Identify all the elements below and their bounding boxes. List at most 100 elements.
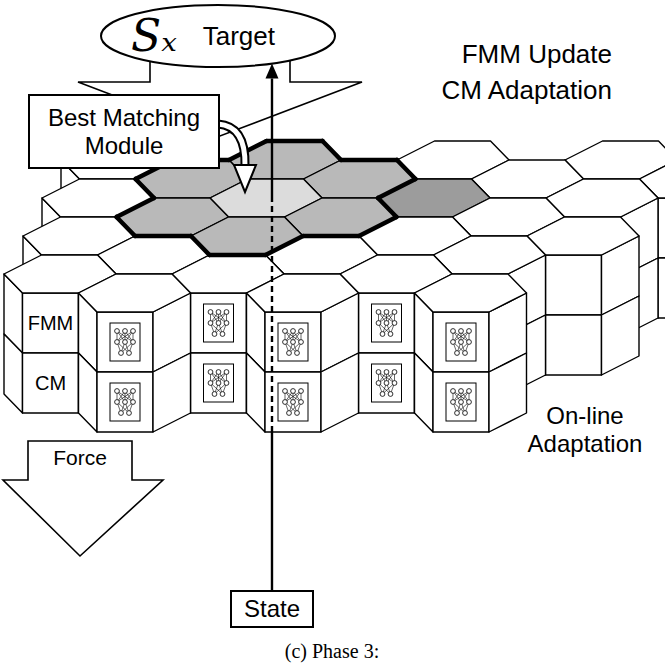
- icon-neuron: [224, 370, 229, 375]
- module-top: [247, 274, 359, 312]
- network-icon: [110, 383, 140, 421]
- icon-neuron: [376, 370, 381, 375]
- icon-neuron: [216, 381, 221, 386]
- cm-layer-face: [79, 353, 98, 432]
- icon-neuron: [376, 321, 381, 326]
- icon-neuron: [123, 400, 128, 405]
- neighborhood-outline: [117, 198, 155, 217]
- figure-caption: (c) Phase 3:: [285, 640, 379, 663]
- module-top: [546, 179, 658, 217]
- icon-neuron: [283, 400, 288, 405]
- icon-neuron: [115, 400, 120, 405]
- icon-neuron: [392, 381, 397, 386]
- icon-neuron: [467, 340, 472, 345]
- fmm-layer-face: [546, 255, 602, 315]
- icon-neuron: [392, 321, 397, 326]
- icon-neuron: [384, 381, 389, 386]
- icon-neuron: [119, 351, 124, 356]
- icon-neuron: [299, 340, 304, 345]
- icon-neuron: [208, 321, 213, 326]
- icon-neuron: [119, 411, 124, 416]
- force-label: Force: [28, 447, 132, 468]
- icon-neuron: [380, 392, 385, 397]
- icon-neuron: [459, 329, 464, 334]
- cm-layer-face: [415, 353, 434, 432]
- icon-neuron: [123, 329, 128, 334]
- network-icon: [446, 383, 476, 421]
- cm-layer-face: [489, 353, 527, 432]
- signal-arrow: [265, 64, 278, 590]
- icon-neuron: [295, 351, 300, 356]
- icon-neuron: [127, 351, 132, 356]
- icon-neuron: [451, 340, 456, 345]
- process-label: FMM Update: [462, 40, 612, 70]
- target-label: Target: [203, 23, 275, 49]
- module-grid: [4, 141, 665, 432]
- icon-neuron: [216, 370, 221, 375]
- icon-neuron: [451, 329, 456, 334]
- fmm-layer-face: [265, 312, 321, 372]
- icon-neuron: [451, 400, 456, 405]
- annotation-label: On-line Adaptation: [520, 402, 650, 457]
- ellipse-shape: [101, 5, 335, 67]
- icon-frame: [446, 383, 476, 421]
- icon-neuron: [283, 329, 288, 334]
- icon-neuron: [220, 392, 225, 397]
- neighborhood-outline: [135, 234, 191, 239]
- neighborhood-outline: [378, 198, 397, 217]
- module-prism: [546, 179, 658, 337]
- icon-neuron: [376, 381, 381, 386]
- process-label: CM Adaptation: [441, 76, 612, 106]
- icon-neuron: [216, 321, 221, 326]
- fmm-layer-face: [97, 312, 153, 372]
- cm-layer-face: [4, 334, 23, 413]
- callout-box: Best Matching Module: [28, 94, 220, 169]
- icon-neuron: [208, 370, 213, 375]
- icon-neuron: [283, 389, 288, 394]
- icon-neuron: [388, 392, 393, 397]
- icon-neuron: [295, 411, 300, 416]
- icon-neuron: [131, 400, 136, 405]
- icon-neuron: [131, 389, 136, 394]
- icon-neuron: [384, 370, 389, 375]
- icon-neuron: [216, 310, 221, 315]
- icon-neuron: [384, 321, 389, 326]
- icon-frame: [204, 304, 234, 342]
- icon-neuron: [123, 389, 128, 394]
- neighborhood-outline: [267, 139, 323, 144]
- icon-neuron: [131, 329, 136, 334]
- cm-layer-face: [433, 372, 489, 432]
- icon-neuron: [123, 340, 128, 345]
- arrow-head: [265, 64, 278, 79]
- icon-neuron: [291, 389, 296, 394]
- icon-neuron: [115, 329, 120, 334]
- cm-layer-face: [191, 353, 247, 413]
- neighborhood-outline: [210, 253, 266, 258]
- cm-layer-face: [153, 353, 191, 432]
- cm-layer-face: [602, 296, 640, 375]
- network-icon: [372, 364, 402, 402]
- neighborhood-outline: [341, 158, 397, 163]
- target-symbol: Sₓ: [131, 14, 177, 58]
- icon-neuron: [127, 411, 132, 416]
- icon-neuron: [212, 332, 217, 337]
- hidden-arrow-segment: [271, 198, 273, 432]
- icon-neuron: [392, 370, 397, 375]
- module-prism: [79, 274, 191, 432]
- network-icon: [446, 323, 476, 361]
- neighborhood-outline: [117, 217, 136, 236]
- arrow-segment: [271, 432, 273, 590]
- icon-neuron: [467, 329, 472, 334]
- icon-neuron: [115, 340, 120, 345]
- icon-frame: [110, 383, 140, 421]
- network-icon: [110, 323, 140, 361]
- cm-layer-face: [658, 258, 665, 318]
- icon-neuron: [291, 329, 296, 334]
- icon-neuron: [455, 411, 460, 416]
- icon-neuron: [299, 400, 304, 405]
- icon-neuron: [459, 389, 464, 394]
- icon-neuron: [463, 411, 468, 416]
- fmm-layer-face: [433, 312, 489, 372]
- callout-arrow: [218, 124, 256, 192]
